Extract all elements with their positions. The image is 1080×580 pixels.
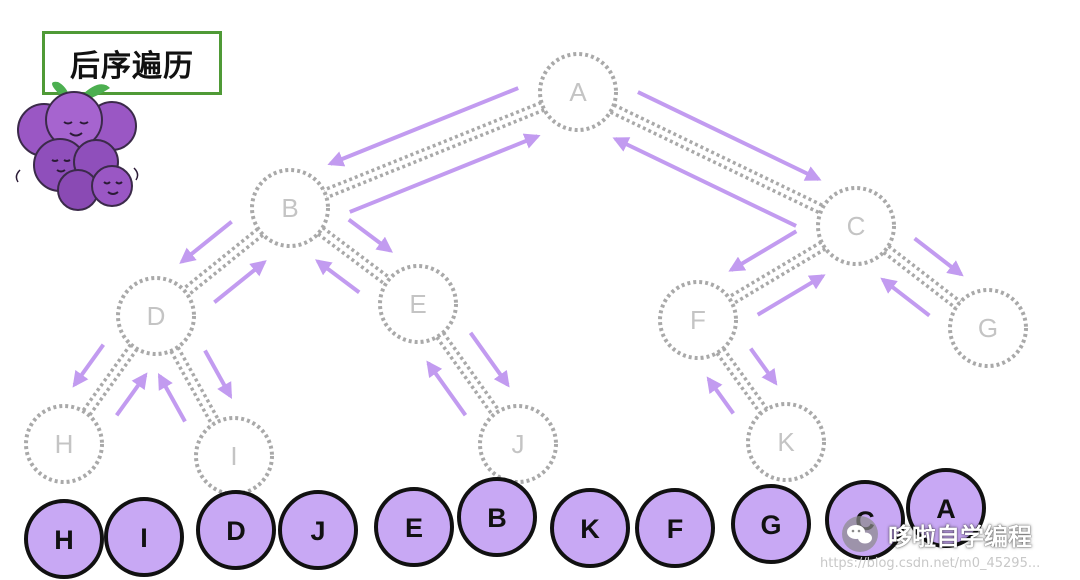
edge-E-J bbox=[435, 336, 495, 417]
tree-node-I: I bbox=[194, 416, 274, 496]
sequence-node-I: I bbox=[104, 497, 184, 577]
arrow-down-E-J bbox=[468, 331, 510, 388]
sequence-node-A: A bbox=[906, 468, 986, 548]
sequence-node-G: G bbox=[731, 484, 811, 564]
title-text: 后序遍历 bbox=[70, 49, 194, 84]
tree-node-G: G bbox=[948, 288, 1028, 368]
edge-A-C bbox=[609, 110, 821, 215]
postorder-sequence: HIDJEBKFGCA bbox=[24, 468, 986, 579]
tree-node-label: A bbox=[569, 77, 587, 107]
sequence-node-F: F bbox=[635, 488, 715, 568]
arrow-up-H-D bbox=[115, 372, 148, 417]
tree-node-label: B bbox=[281, 193, 298, 223]
tree-node-label: J bbox=[512, 429, 525, 459]
title-box: 后序遍历 bbox=[42, 31, 222, 95]
tree-node-F: F bbox=[658, 280, 738, 360]
arrow-down-A-C bbox=[637, 90, 822, 181]
tree-edges bbox=[81, 100, 962, 426]
sequence-node-D: D bbox=[196, 490, 276, 570]
arrow-up-C-A bbox=[612, 137, 797, 228]
arrow-up-F-C bbox=[756, 274, 826, 317]
tree-node-label: D bbox=[147, 301, 166, 331]
sequence-node-J: J bbox=[278, 490, 358, 570]
tree-node-label: I bbox=[230, 441, 237, 471]
traversal-arrows bbox=[72, 86, 964, 423]
edge-D-I bbox=[169, 350, 214, 426]
edge-F-K bbox=[715, 352, 762, 415]
tree-node-label: H bbox=[55, 429, 74, 459]
tree-node-label: E bbox=[409, 289, 426, 319]
tree-node-label: K bbox=[777, 427, 795, 457]
sequence-node-label: K bbox=[580, 514, 600, 544]
sequence-node-label: J bbox=[310, 516, 325, 546]
edge-B-D bbox=[186, 233, 265, 297]
tree-node-E: E bbox=[378, 264, 458, 344]
tree-node-C: C bbox=[816, 186, 896, 266]
sequence-node-label: D bbox=[226, 516, 246, 546]
edge-D-H bbox=[81, 343, 132, 412]
edge-F-K bbox=[722, 347, 769, 410]
edge-C-F bbox=[731, 247, 827, 306]
watermark-text: 哆啦自学编程 bbox=[888, 522, 1032, 551]
source-url: https://blog.csdn.net/m0_45295... bbox=[820, 556, 1041, 571]
sequence-node-label: G bbox=[760, 510, 781, 540]
sequence-node-label: H bbox=[54, 525, 74, 555]
tree-node-label: C bbox=[847, 211, 866, 241]
tree-node-D: D bbox=[116, 276, 196, 356]
arrow-up-J-E bbox=[426, 360, 468, 417]
sequence-node-B: B bbox=[457, 477, 537, 557]
tree-nodes: A B C D E F G H I J K bbox=[24, 52, 1028, 496]
edge-A-C bbox=[613, 103, 825, 208]
sequence-node-label: I bbox=[140, 523, 148, 553]
tree-node-K: K bbox=[746, 402, 826, 482]
edge-C-F bbox=[727, 240, 823, 299]
sequence-node-E: E bbox=[374, 487, 454, 567]
arrow-down-C-F bbox=[728, 229, 798, 272]
arrow-down-B-D bbox=[179, 220, 233, 264]
tree-node-B: B bbox=[250, 168, 330, 248]
tree-node-label: G bbox=[978, 313, 998, 343]
wechat-icon bbox=[842, 516, 878, 552]
edge-E-J bbox=[441, 331, 501, 412]
sequence-node-label: B bbox=[487, 503, 507, 533]
arrow-up-E-B bbox=[315, 259, 361, 294]
arrow-down-D-I bbox=[203, 349, 233, 399]
arrow-up-K-F bbox=[706, 376, 735, 415]
edge-D-H bbox=[88, 348, 139, 417]
arrow-up-D-B bbox=[213, 260, 267, 304]
tree-node-J: J bbox=[478, 404, 558, 484]
sequence-node-H: H bbox=[24, 499, 104, 579]
arrow-down-F-K bbox=[749, 347, 778, 386]
arrow-down-B-E bbox=[347, 218, 393, 253]
sequence-node-K: K bbox=[550, 488, 630, 568]
edge-B-E bbox=[316, 232, 387, 286]
arrow-down-C-G bbox=[913, 236, 964, 277]
edge-B-E bbox=[321, 226, 392, 280]
arrow-down-A-B bbox=[327, 86, 519, 167]
sequence-node-label: F bbox=[667, 514, 684, 544]
edge-D-I bbox=[176, 346, 221, 422]
arrow-down-D-H bbox=[72, 343, 105, 388]
tree-node-label: F bbox=[690, 305, 706, 335]
arrow-up-I-D bbox=[157, 373, 187, 423]
edge-B-D bbox=[181, 227, 260, 291]
arrow-up-B-A bbox=[349, 133, 541, 214]
sequence-node-label: E bbox=[405, 513, 423, 543]
arrow-up-G-C bbox=[880, 277, 931, 318]
tree-node-A: A bbox=[538, 52, 618, 132]
watermark: 哆啦自学编程 bbox=[840, 514, 1032, 554]
tree-node-H: H bbox=[24, 404, 104, 484]
grapes-mascot-icon bbox=[15, 81, 139, 211]
sequence-node-label: A bbox=[936, 494, 956, 524]
